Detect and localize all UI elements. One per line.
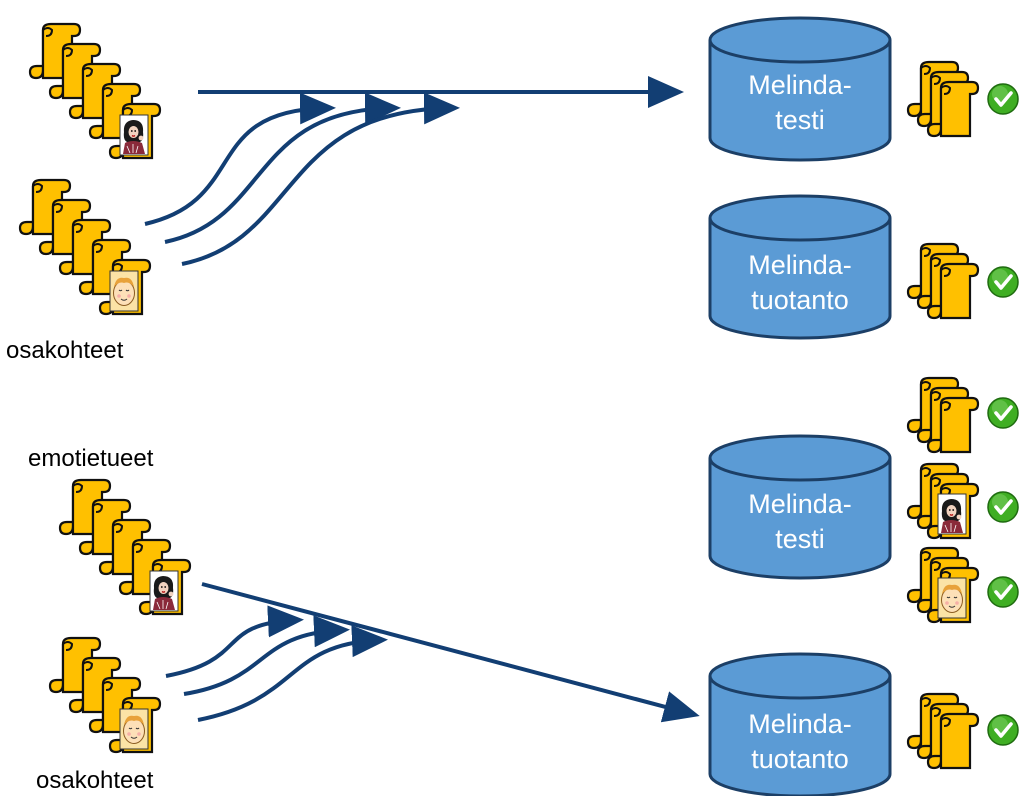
top-db-prod-line1: Melinda- <box>748 250 852 280</box>
woman-portrait-icon <box>149 570 179 612</box>
top-db-test-line1: Melinda- <box>748 70 852 100</box>
top-parts-label: osakohteet <box>6 337 124 364</box>
bottom-db-prod-line2: tuotanto <box>751 744 849 774</box>
child-face-icon <box>119 708 149 750</box>
top-db-prod: Melinda- tuotanto <box>708 194 892 340</box>
top-db-test-records <box>906 60 980 138</box>
child-face-icon <box>937 577 967 619</box>
bottom-db-test-records-host <box>906 462 980 540</box>
top-db-test: Melinda- testi <box>708 16 892 162</box>
green-check-icon <box>986 396 1020 430</box>
top-db-prod-line2: tuotanto <box>751 285 849 315</box>
green-check-icon <box>986 713 1020 747</box>
bottom-db-prod: Melinda- tuotanto <box>708 652 892 796</box>
bottom-db-test-records-plain <box>906 376 980 454</box>
green-check-icon <box>986 575 1020 609</box>
bottom-db-prod-records <box>906 692 980 770</box>
bottom-db-test-line1: Melinda- <box>748 489 852 519</box>
woman-portrait-icon <box>119 114 149 156</box>
top-parts-arrows <box>144 92 460 266</box>
bottom-db-test-line2: testi <box>775 524 825 554</box>
top-host-record-stack <box>28 22 162 160</box>
green-check-icon <box>986 490 1020 524</box>
top-db-test-line2: testi <box>775 105 825 135</box>
bottom-host-label: emotietueet <box>28 445 154 472</box>
bottom-parts-label: osakohteet <box>36 767 154 794</box>
bottom-db-test-records-parts <box>906 546 980 624</box>
green-check-icon <box>986 82 1020 116</box>
bottom-db-test: Melinda- testi <box>708 434 892 580</box>
bottom-host-record-stack <box>58 478 192 616</box>
bottom-db-prod-line1: Melinda- <box>748 709 852 739</box>
top-parts-record-stack <box>18 178 152 316</box>
child-face-icon <box>109 270 139 312</box>
bottom-parts-arrows <box>165 605 388 722</box>
top-db-prod-records <box>906 242 980 320</box>
green-check-icon <box>986 265 1020 299</box>
bottom-parts-record-stack <box>48 636 162 754</box>
woman-portrait-icon <box>937 493 967 535</box>
